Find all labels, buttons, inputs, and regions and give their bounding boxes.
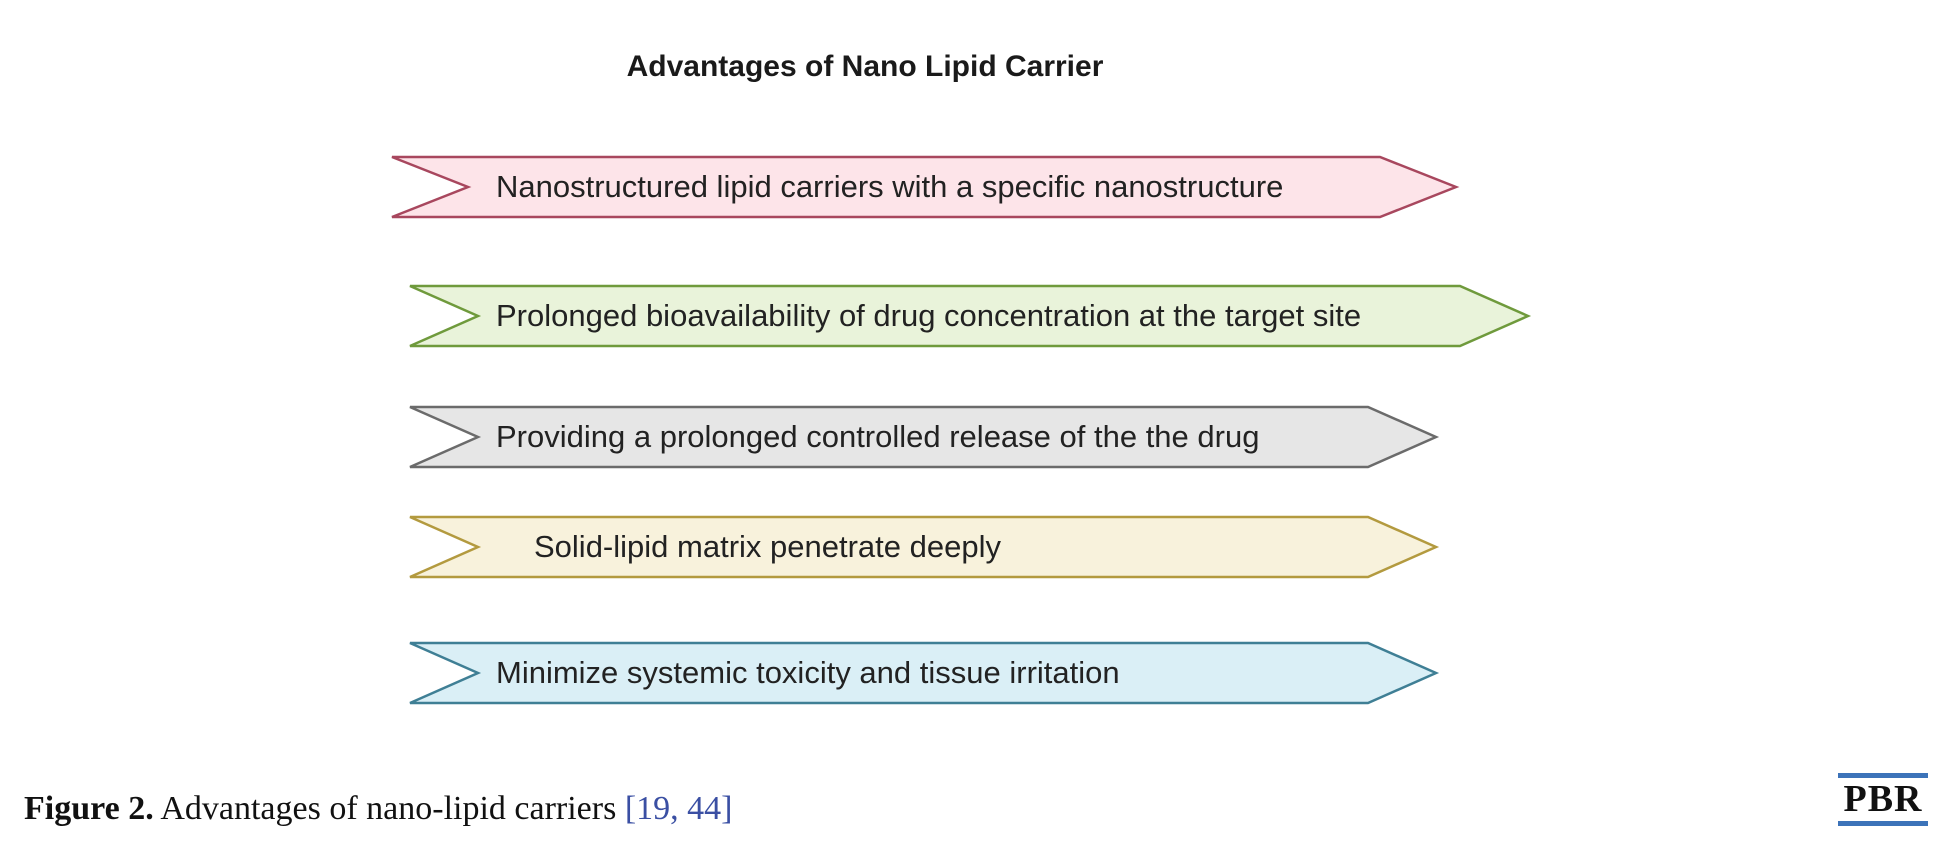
caption-references[interactable]: [19, 44]	[624, 790, 733, 827]
logo-bottom-bar	[1838, 821, 1928, 826]
arrow-outline	[409, 405, 1440, 469]
logo-top-bar	[1838, 773, 1928, 778]
arrow-label: Providing a prolonged controlled release…	[496, 419, 1260, 454]
arrow-polygon	[391, 155, 1460, 219]
arrow-polygon	[409, 641, 1440, 705]
figure-label: Figure 2.	[24, 790, 154, 827]
figure-caption: Figure 2. Advantages of nano-lipid carri…	[24, 790, 732, 828]
arrow-label: Solid-lipid matrix penetrate deeply	[534, 529, 1001, 564]
arrow-outline	[409, 641, 1440, 705]
arrow-polygon	[409, 405, 1440, 469]
arrow-shape-5: Minimize systemic toxicity and tissue ir…	[408, 641, 1440, 705]
arrow-outline	[409, 284, 1532, 348]
caption-text: Advantages of nano-lipid carriers	[153, 790, 625, 827]
arrow-label: Minimize systemic toxicity and tissue ir…	[496, 655, 1120, 690]
diagram-title: Advantages of Nano Lipid Carrier	[626, 50, 1104, 83]
logo-text: PBR	[1843, 778, 1923, 820]
arrow-polygon	[409, 515, 1440, 579]
arrow-outline	[391, 155, 1460, 219]
arrow-outline	[409, 515, 1440, 579]
arrow-label: Nanostructured lipid carriers with a spe…	[496, 169, 1284, 204]
journal-logo: PBR	[1838, 773, 1928, 827]
arrow-label: Prolonged bioavailability of drug concen…	[496, 298, 1362, 333]
arrow-shape-1: Nanostructured lipid carriers with a spe…	[390, 155, 1460, 219]
arrow-shape-2: Prolonged bioavailability of drug concen…	[408, 284, 1532, 348]
arrow-shape-4: Solid-lipid matrix penetrate deeply	[408, 515, 1440, 579]
arrow-polygon	[409, 284, 1532, 348]
arrow-shape-3: Providing a prolonged controlled release…	[408, 405, 1440, 469]
